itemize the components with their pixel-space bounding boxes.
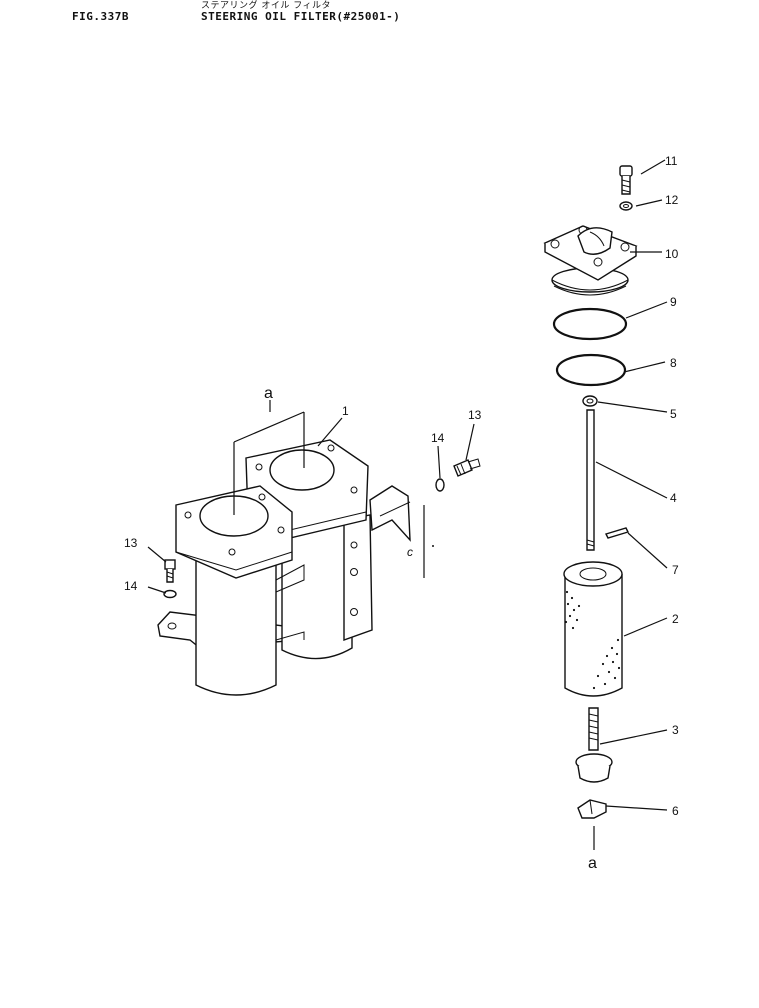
pin-7 <box>605 527 629 539</box>
bolt-11 <box>619 165 633 195</box>
callout-8: 8 <box>670 356 677 370</box>
callout-6: 6 <box>672 804 679 818</box>
callout-3: 3 <box>672 723 679 737</box>
callout-14-right: 14 <box>431 431 445 445</box>
filter-housing-assembly <box>157 439 411 696</box>
callout-13-right: 13 <box>468 408 482 422</box>
bolt-13-right <box>453 458 481 477</box>
callout-12: 12 <box>665 193 679 207</box>
leader-lines <box>147 159 668 850</box>
callout-7: 7 <box>672 563 679 577</box>
bolt-13-left <box>164 559 176 583</box>
filter-cover-10 <box>543 225 638 296</box>
reference-a-leaders <box>233 400 305 515</box>
drain-plug-3 <box>575 707 613 783</box>
center-rod-4 <box>586 409 595 551</box>
o-ring-9 <box>552 307 628 341</box>
wing-cock-6 <box>577 799 607 819</box>
reference-a-bottom: a <box>588 855 597 872</box>
nut-5 <box>582 395 598 407</box>
reference-a-top: a <box>264 385 273 402</box>
callout-2: 2 <box>672 612 679 626</box>
callout-5: 5 <box>670 407 677 421</box>
callout-9: 9 <box>670 295 677 309</box>
washer-14-right <box>435 478 445 492</box>
callout-1: 1 <box>342 404 349 418</box>
page-title: STEERING OIL FILTER(#25001-) <box>201 10 401 23</box>
washer-14-left <box>163 589 177 599</box>
callout-10: 10 <box>665 247 679 261</box>
filter-element-2 <box>563 561 623 697</box>
callout-14-left: 14 <box>124 579 138 593</box>
o-ring-8 <box>555 353 627 387</box>
callout-4: 4 <box>670 491 677 505</box>
reference-c: c <box>407 545 413 559</box>
figure-number: FIG.337B <box>72 10 129 23</box>
callout-11: 11 <box>665 154 678 168</box>
title-japanese: ステアリング オイル フィルタ <box>201 1 332 11</box>
washer-12 <box>619 201 633 211</box>
callout-13-left: 13 <box>124 536 138 550</box>
